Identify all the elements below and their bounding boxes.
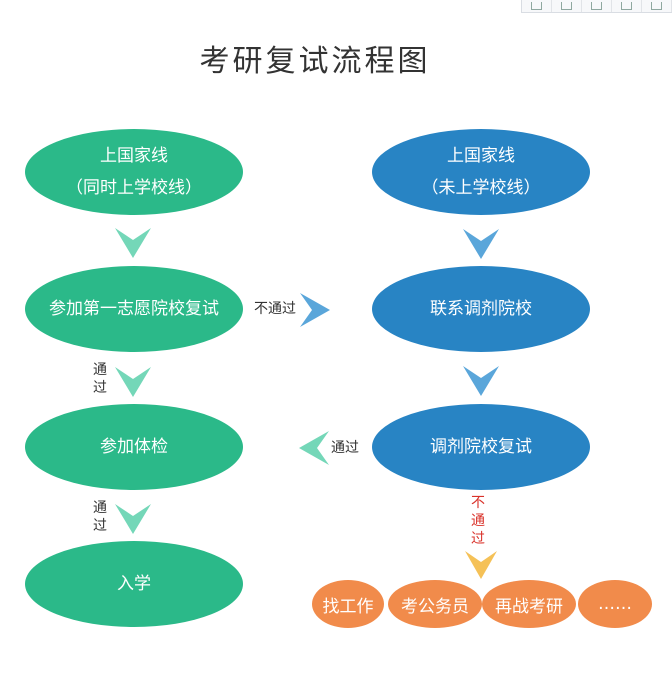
- node-right-start: 上国家线 （未上学校线）: [372, 129, 590, 215]
- edge-label-fail-down: 不通过: [470, 494, 490, 548]
- node-right-start-line1: 上国家线: [447, 146, 515, 166]
- arrow-right-icon: [300, 293, 330, 327]
- edge-label-fail-right: 不通过: [254, 301, 296, 317]
- edge-label-pass-1-text: 通过: [93, 362, 107, 396]
- edge-label-pass-1: 通过: [92, 361, 112, 397]
- arrow-left-icon: [299, 431, 329, 465]
- arrow-down-icon: [115, 367, 151, 397]
- outcome-more: ……: [578, 580, 652, 628]
- arrow-down-icon: [465, 551, 497, 579]
- diagram-title: 考研复试流程图: [199, 44, 431, 79]
- more-icon[interactable]: [642, 0, 672, 12]
- window-toolbar: [521, 0, 672, 13]
- arrow-down-icon: [463, 229, 499, 259]
- node-right-start-line2: （未上学校线）: [421, 178, 541, 198]
- doc-icon[interactable]: [522, 0, 552, 12]
- arrow-down-icon: [115, 504, 151, 534]
- node-enroll-label: 入学: [117, 574, 151, 594]
- arrow-down-icon: [463, 366, 499, 396]
- node-adjust-retest-label: 调剂院校复试: [430, 437, 532, 457]
- window-icon[interactable]: [612, 0, 642, 12]
- node-left-start: 上国家线 （同时上学校线）: [25, 129, 243, 215]
- node-contact-adjust: 联系调剂院校: [372, 266, 590, 352]
- node-checkup-label: 参加体检: [100, 437, 168, 457]
- node-first-choice-label: 参加第一志愿院校复试: [49, 299, 219, 319]
- node-adjust-retest: 调剂院校复试: [372, 404, 590, 490]
- home-icon[interactable]: [582, 0, 612, 12]
- node-left-start-line2: （同时上学校线）: [66, 178, 202, 198]
- arrow-down-icon: [115, 228, 151, 258]
- outcome-job: 找工作: [312, 580, 384, 628]
- edge-label-pass-left: 通过: [331, 440, 359, 456]
- node-enroll: 入学: [25, 541, 243, 627]
- outcome-retry-exam: 再战考研: [482, 580, 576, 628]
- edge-label-pass-2-text: 通过: [93, 500, 107, 534]
- outcome-civil-service: 考公务员: [388, 580, 482, 628]
- node-checkup: 参加体检: [25, 404, 243, 490]
- node-first-choice-retest: 参加第一志愿院校复试: [25, 266, 243, 352]
- resize-icon[interactable]: [552, 0, 582, 12]
- edge-label-pass-2: 通过: [92, 499, 112, 535]
- node-left-start-line1: 上国家线: [100, 146, 168, 166]
- edge-label-fail-down-text: 不通过: [471, 495, 485, 547]
- node-contact-adjust-label: 联系调剂院校: [430, 299, 532, 319]
